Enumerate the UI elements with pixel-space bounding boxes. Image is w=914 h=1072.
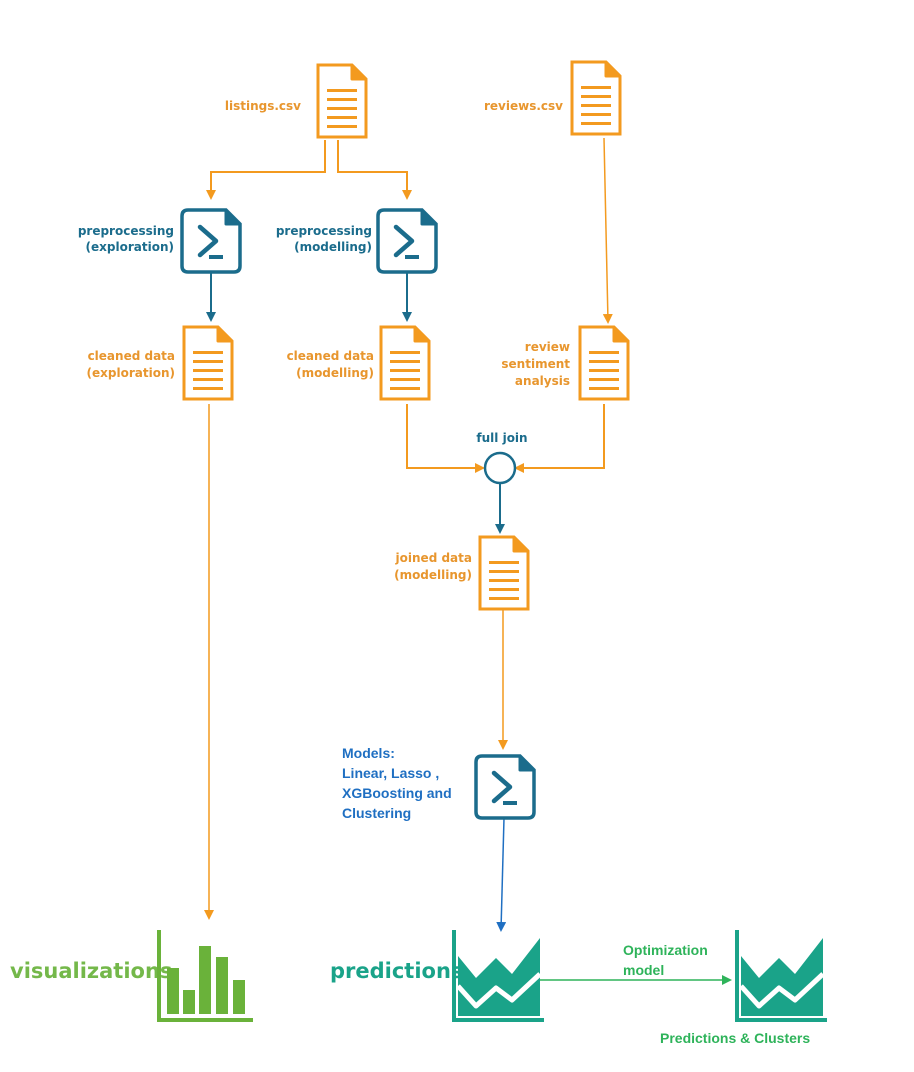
arrow-sentiment-to-join [514,404,605,473]
document-icon [182,325,234,401]
arrow-listings-to-preprocessing-exploration [206,140,326,200]
arrow-cleaned-modelling-to-join [406,404,485,473]
predictions-label: predictions [330,959,463,983]
node-cleaned-data-exploration: cleaned data (exploration) [87,325,234,401]
preprocessing-exploration-line1: preprocessing [78,224,174,238]
joined-data-line1: joined data [395,551,472,565]
optimization-line2: model [623,962,664,978]
node-listings-csv: listings.csv [225,63,368,139]
joined-data-line2: (modelling) [394,568,472,582]
node-models: Models: Linear, Lasso , XGBoosting and C… [342,745,534,821]
cleaned-modelling-line2: (modelling) [296,366,374,380]
area-chart-icon [452,930,544,1022]
node-optimization-model: Optimization model [623,942,708,978]
preprocessing-modelling-line2: (modelling) [294,240,372,254]
document-icon [578,325,630,401]
listings-csv-label: listings.csv [225,99,301,113]
arrow-listings-to-preprocessing-modelling [337,140,412,200]
connectors [204,137,732,985]
arrow-reviews-to-sentiment [602,137,613,324]
node-preprocessing-modelling: preprocessing (modelling) [276,210,436,272]
cleaned-modelling-line1: cleaned data [287,349,374,363]
node-full-join: full join [476,431,528,485]
node-reviews-csv: reviews.csv [484,60,622,136]
document-icon [478,535,530,611]
node-review-sentiment: review sentiment analysis [501,325,630,401]
node-cleaned-data-modelling: cleaned data (modelling) [287,325,431,401]
cleaned-exploration-line1: cleaned data [88,349,175,363]
preprocessing-exploration-line2: (exploration) [86,240,174,254]
document-icon [379,325,431,401]
optimization-line1: Optimization [623,942,708,958]
reviews-csv-label: reviews.csv [484,99,563,113]
models-line2: Linear, Lasso , [342,765,439,781]
join-circle-icon [483,451,517,485]
preprocessing-modelling-line1: preprocessing [276,224,372,238]
node-predictions-clusters: Predictions & Clusters [660,930,827,1046]
script-icon [182,210,240,272]
script-icon [476,756,534,818]
predictions-clusters-label: Predictions & Clusters [660,1030,810,1046]
models-line3: XGBoosting and [342,785,452,801]
node-predictions: predictions [330,930,544,1022]
node-preprocessing-exploration: preprocessing (exploration) [78,210,240,272]
document-icon [570,60,622,136]
cleaned-exploration-line2: (exploration) [87,366,175,380]
review-sentiment-line2: sentiment [501,357,570,371]
node-joined-data: joined data (modelling) [394,535,530,611]
bar-chart-icon [157,930,253,1022]
models-line1: Models: [342,745,395,761]
script-icon [378,210,436,272]
review-sentiment-line1: review [525,340,570,354]
models-line4: Clustering [342,805,411,821]
visualizations-label: visualizations [10,959,172,983]
node-visualizations: visualizations [10,930,253,1022]
arrow-models-to-predictions [496,817,507,932]
document-icon [316,63,368,139]
area-chart-icon [735,930,827,1022]
full-join-label: full join [476,431,527,445]
review-sentiment-line3: analysis [515,374,570,388]
